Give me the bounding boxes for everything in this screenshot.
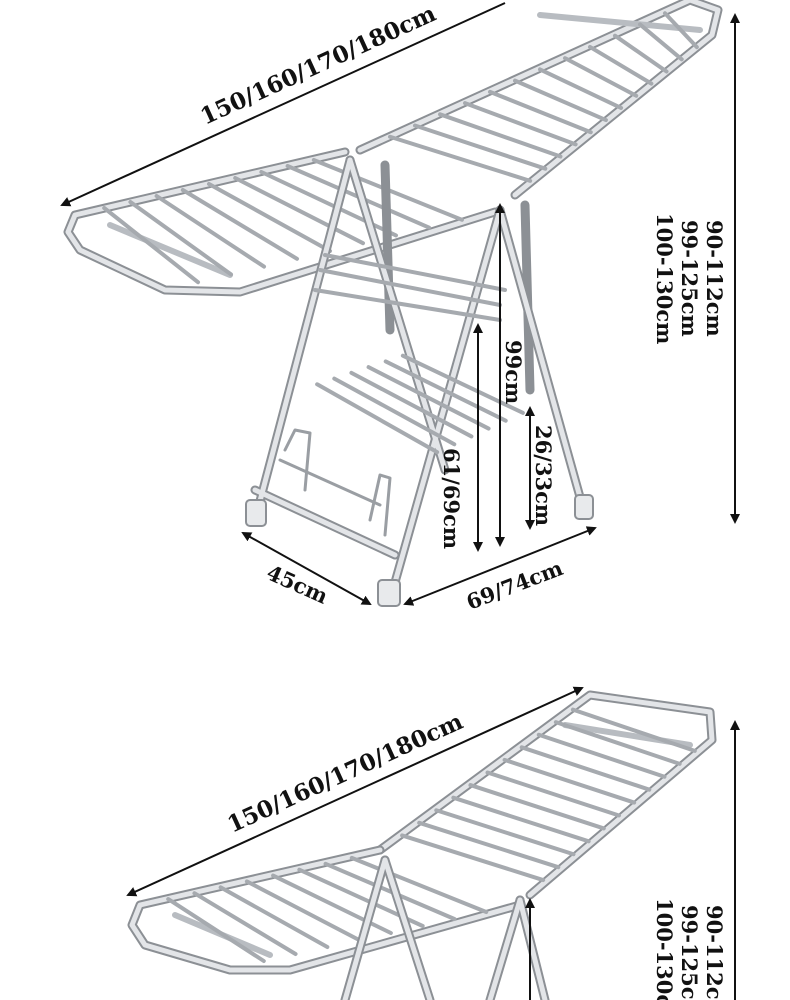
rail-bar <box>218 885 330 949</box>
rail-bar <box>438 112 563 159</box>
rail-bar <box>468 783 606 831</box>
rail-bar <box>417 820 561 870</box>
mid-height-label: 61/69cm <box>439 448 464 549</box>
rail-bar <box>349 370 474 439</box>
rail-bar <box>502 757 637 805</box>
top-dimension-lines <box>60 2 740 606</box>
rail-bar <box>383 359 508 423</box>
bottom-dimension-labels: 150/160/170/180cm 90-112cm 99-125cm 100-… <box>223 708 727 1000</box>
rail-bar <box>388 134 533 183</box>
rail-bar <box>180 188 299 261</box>
width-label: 150/160/170/180cm <box>196 0 440 130</box>
rail-bar <box>513 78 608 123</box>
feet <box>245 494 594 607</box>
height-label-2: 99-125cm <box>677 220 702 337</box>
height-label-3: 100-130cm <box>652 213 677 344</box>
inner-height-label: 99cm <box>501 340 526 404</box>
rail-bar <box>536 732 667 779</box>
shoe-rack <box>278 428 392 537</box>
rail-bar <box>638 22 684 62</box>
rail-bar <box>192 891 298 956</box>
rail-bar <box>463 101 578 147</box>
rail-bar <box>488 89 593 135</box>
middle-shelf <box>313 253 507 322</box>
low-height-label: 26/33cm <box>531 425 556 526</box>
rail-bar <box>413 123 548 171</box>
height-label-3: 100-130cm <box>652 898 677 1000</box>
rail-bar <box>233 176 365 246</box>
rail-bar <box>102 206 200 285</box>
rail-bar <box>485 770 621 818</box>
rail-bar <box>570 707 697 753</box>
rail-bar <box>332 376 457 447</box>
bottom-shelf <box>315 353 525 455</box>
rail-bar <box>154 194 266 269</box>
height-label-1: 90-112cm <box>702 905 727 1000</box>
left-wing <box>127 845 525 975</box>
rail-bar <box>613 33 669 74</box>
rail-bar <box>588 44 654 86</box>
rail-bar <box>166 897 266 963</box>
rail-bar <box>519 745 652 792</box>
width-label: 150/160/170/180cm <box>223 708 467 839</box>
left-wing <box>63 147 500 297</box>
rail-bar <box>663 11 699 50</box>
rail-bar <box>451 795 591 844</box>
height-label-1: 90-112cm <box>702 220 727 337</box>
right-wing <box>355 0 723 200</box>
rail-bar <box>434 808 576 857</box>
rail-bar <box>400 833 546 883</box>
rail-bar <box>315 382 440 455</box>
length-label: 69/74cm <box>463 555 566 615</box>
height-label-2: 99-125cm <box>677 905 702 1000</box>
rail-bar <box>207 182 332 253</box>
rail-bar <box>563 56 639 98</box>
drying-rack-top <box>63 0 723 607</box>
rail-bar <box>538 67 624 110</box>
depth-label: 45cm <box>263 560 332 609</box>
bottom-dimension-lines <box>126 686 740 1000</box>
rail-bar <box>366 365 491 431</box>
rail-bar <box>128 200 233 277</box>
